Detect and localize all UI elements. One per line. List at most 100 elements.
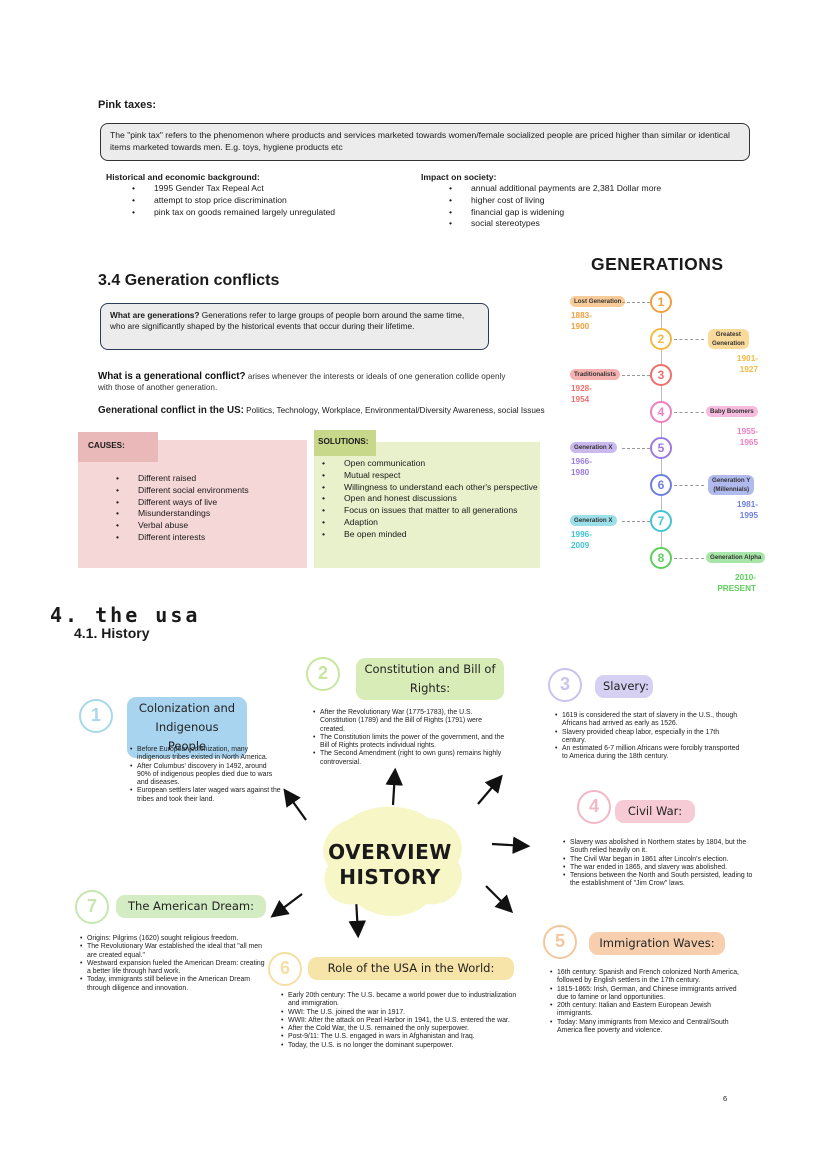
timeline-years: 1955- 1965 (737, 426, 758, 447)
conflict-answer: arises whenever the interests or ideals … (98, 372, 506, 393)
mindmap-topic-label: The American Dream: (116, 895, 266, 918)
generations-question: What are generations? (110, 310, 200, 320)
list-item: European settlers later waged wars again… (130, 787, 282, 804)
list-item: Different social environments (116, 485, 249, 497)
list-item: The Second Amendment (right to own guns)… (313, 750, 508, 767)
timeline-connector (622, 521, 650, 522)
list-item: Open and honest discussions (322, 493, 538, 505)
generations-timeline-title: GENERATIONS (591, 254, 724, 274)
generations-answer: Generations refer to large groups of peo… (110, 310, 465, 332)
arrow-to-constitution (385, 767, 403, 806)
timeline-generation-label: Generation X (570, 515, 617, 526)
timeline-connector (674, 338, 704, 340)
timeline-circle: 4 (650, 400, 672, 423)
timeline-circle: 2 (650, 327, 672, 350)
timeline-circle: 3 (650, 364, 672, 386)
causes-list: Different raised Different social enviro… (116, 473, 249, 544)
list-item: The Civil War began in 1861 after Lincol… (563, 856, 753, 865)
list-item: Focus on issues that matter to all gener… (322, 505, 538, 517)
timeline-generation-label: Traditionalists (570, 369, 620, 380)
list-item: Verbal abuse (116, 520, 249, 532)
list-item: Be open minded (322, 529, 538, 541)
impact-list: annual additional payments are 2,381 Dol… (449, 183, 721, 230)
pink-tax-definition-box: The "pink tax" refers to the phenomenon … (100, 123, 750, 161)
arrow-to-slavery (477, 774, 503, 805)
us-conflict-line: Generational conflict in the US: Politic… (98, 405, 558, 417)
list-item: After Columbus' discovery in 1492, aroun… (130, 763, 282, 788)
timeline-years: 1883- 1900 (571, 311, 592, 331)
mindmap-topic-details: Before European colonization, many indig… (130, 746, 282, 804)
list-item: 1815-1865: Irish, German, and Chinese im… (550, 986, 740, 1003)
mindmap-number-circle: 2 (306, 657, 340, 691)
list-item: 1995 Gender Tax Repeal Act (132, 183, 406, 195)
timeline-circle: 7 (650, 510, 672, 532)
generational-conflict-definition: What is a generational conflict? arises … (98, 371, 518, 394)
arrow-to-colonization (283, 788, 307, 821)
list-item: 1619 is considered the start of slavery … (555, 712, 740, 729)
timeline-generation-label: Lost Generation (570, 296, 626, 307)
list-item: Today, the U.S. is no longer the dominan… (281, 1042, 529, 1051)
solutions-list: Open communication Mutual respect Willin… (316, 458, 538, 541)
list-item: Before European colonization, many indig… (130, 746, 282, 763)
timeline-circle: 6 (650, 473, 672, 496)
timeline-generation-label: Generation X (570, 442, 617, 453)
arrow-to-american-dream (270, 893, 303, 918)
list-item: Different interests (116, 532, 249, 544)
timeline-years: 2010- PRESENT (717, 572, 756, 593)
list-item: The war ended in 1865, and slavery was a… (563, 864, 753, 873)
us-conflict-question: Generational conflict in the US: (98, 405, 244, 416)
timeline-years: 1996- 2009 (571, 530, 592, 550)
mindmap-number-circle: 7 (75, 890, 109, 924)
list-item: higher cost of living (449, 195, 721, 207)
background-title: Historical and economic background: (106, 172, 260, 182)
timeline-connector (622, 448, 650, 449)
list-item: annual additional payments are 2,381 Dol… (449, 183, 721, 195)
timeline-generation-label: Greatest Generation (708, 328, 749, 349)
list-item: pink tax on goods remained largely unreg… (132, 207, 406, 219)
timeline-years: 1901- 1927 (737, 353, 758, 374)
list-item: Willingness to understand each other's p… (322, 482, 538, 494)
mindmap-topic-details: After the Revolutionary War (1775-1783),… (313, 709, 508, 767)
background-column: Historical and economic background: 1995… (106, 172, 406, 218)
list-item: Early 20th century: The U.S. became a wo… (281, 992, 529, 1009)
list-item: Different ways of live (116, 497, 249, 509)
impact-column: Impact on society: annual additional pay… (421, 172, 721, 230)
list-item: 20th century: Italian and Eastern Europe… (550, 1002, 740, 1019)
list-item: Origins: Pilgrims (1620) sought religiou… (80, 935, 270, 944)
mindmap-number-circle: 1 (79, 699, 113, 733)
list-item: WWII: After the attack on Pearl Harbor i… (281, 1017, 529, 1026)
mindmap-number-circle: 5 (543, 925, 577, 959)
pink-tax-definition: The "pink tax" refers to the phenomenon … (110, 130, 730, 152)
timeline-connector (622, 302, 650, 303)
background-list: 1995 Gender Tax Repeal Act attempt to st… (132, 183, 406, 218)
arrow-to-civil-war (491, 836, 531, 855)
timeline-years: 1981- 1995 (737, 499, 758, 520)
impact-title: Impact on society: (421, 172, 497, 182)
arrow-to-immigration (485, 885, 514, 914)
timeline-generation-label: Baby Boomers (706, 405, 758, 417)
list-item: Westward expansion fueled the American D… (80, 960, 270, 977)
list-item: Today, immigrants still believe in the A… (80, 976, 270, 993)
conflict-question: What is a generational conflict? (98, 371, 246, 382)
list-item: Adaption (322, 517, 538, 529)
list-item: financial gap is widening (449, 207, 721, 219)
mindmap-number-circle: 3 (548, 668, 582, 702)
list-item: Slavery provided cheap labor, especially… (555, 729, 740, 746)
page-number: 6 (723, 1094, 728, 1103)
list-item: social stereotypes (449, 218, 721, 230)
mindmap-number-circle: 4 (577, 790, 611, 824)
solutions-label: SOLUTIONS: (314, 430, 376, 456)
list-item: Today: Many immigrants from Mexico and C… (550, 1019, 740, 1036)
list-item: Different raised (116, 473, 249, 485)
timeline-circle: 8 (650, 546, 672, 569)
overview-blob (323, 806, 462, 917)
list-item: The Revolutionary War established the id… (80, 943, 270, 960)
generation-conflicts-heading: 3.4 Generation conflicts (98, 272, 280, 289)
timeline-connector (674, 484, 704, 486)
mindmap-topic-label: Slavery: (595, 675, 653, 698)
mindmap-topic-label: Immigration Waves: (589, 932, 725, 955)
list-item: Post-9/11: The U.S. engaged in wars in A… (281, 1033, 529, 1042)
list-item: An estimated 6-7 million Africans were f… (555, 745, 740, 762)
